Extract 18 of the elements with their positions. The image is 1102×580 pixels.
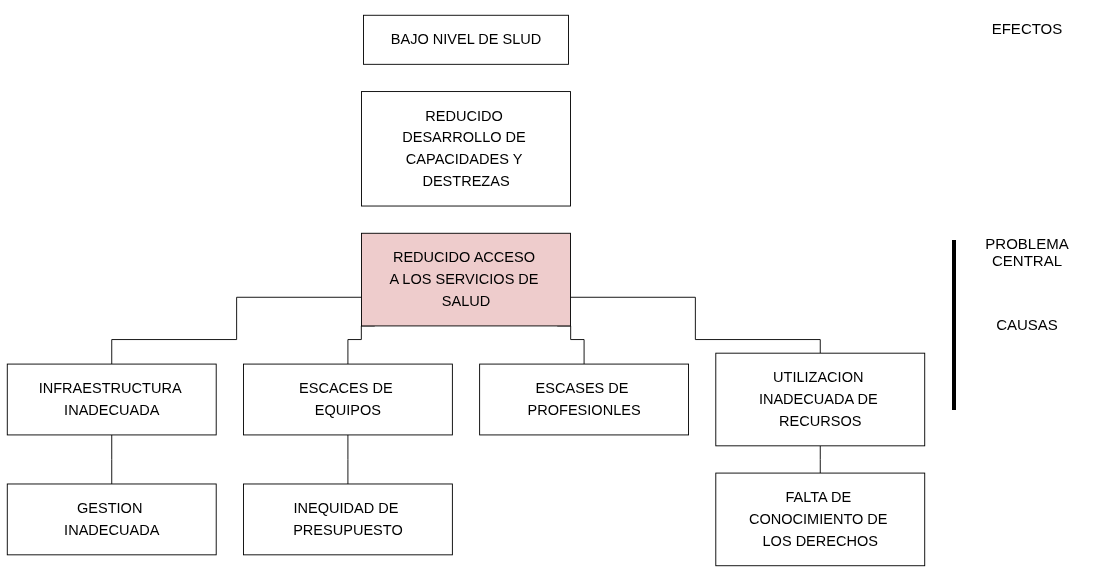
node-box: UTILIZACION INADECUADA DE RECURSOS <box>715 352 926 446</box>
section-label: CAUSAS <box>995 316 1059 333</box>
connector <box>819 444 821 474</box>
node-box: ESCASES DE PROFESIONLES <box>479 363 689 435</box>
section-label: PROBLEMA CENTRAL <box>984 235 1070 269</box>
connector <box>111 296 362 365</box>
node-box: ESCACES DE EQUIPOS <box>243 363 453 435</box>
node-box: INFRAESTRUCTURA INADECUADA <box>6 363 217 435</box>
section-label: EFECTOS <box>990 20 1064 37</box>
node-box: REDUCIDO ACCESO A LOS SERVICIOS DE SALUD <box>361 232 571 326</box>
node-box: GESTION INADECUADA <box>6 483 217 555</box>
connector <box>111 433 113 484</box>
connector <box>570 296 821 354</box>
connector <box>347 433 349 484</box>
node-box: REDUCIDO DESARROLLO DE CAPACIDADES Y DESTREZAS <box>361 90 571 206</box>
node-box: BAJO NIVEL DE SLUD <box>363 14 569 65</box>
node-box: FALTA DE CONOCIMIENTO DE LOS DERECHOS <box>715 472 926 566</box>
node-box: INEQUIDAD DE PRESUPUESTO <box>243 483 453 555</box>
